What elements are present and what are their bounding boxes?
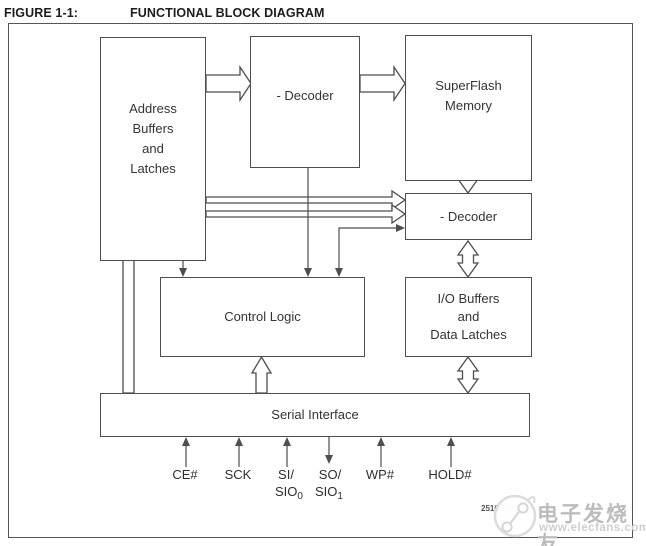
- block-address-buffers-latches: Address Buffers and Latches: [100, 37, 206, 261]
- block-superflash-memory: SuperFlash Memory: [405, 35, 532, 181]
- block-control-logic: Control Logic: [160, 277, 365, 357]
- drawing-number: 25164 F01.0: [481, 504, 526, 513]
- pin-wp-text: WP#: [365, 467, 395, 482]
- arrow-ydecoder-iobuffers: [456, 239, 480, 279]
- pin-sio0-base: SIO: [275, 484, 298, 499]
- figure-label: FIGURE 1-1:: [4, 6, 79, 20]
- arrow-serial-to-address: [117, 239, 140, 394]
- pin-label-si: SI/: [250, 467, 322, 482]
- arrow-xdecoder-to-superflash: [359, 64, 406, 103]
- bus-address-to-ydecoder-2: [205, 203, 407, 225]
- pin-sio1-base: SIO: [315, 484, 338, 499]
- block-address-label: Address Buffers and Latches: [129, 101, 177, 176]
- pin-label-sck: SCK: [202, 467, 274, 482]
- pin-sio0-subscript: 0: [297, 491, 303, 502]
- block-superflash-label: SuperFlash Memory: [435, 78, 502, 113]
- pin-ce-text: CE#: [172, 467, 198, 482]
- line-control-ydecoder: [338, 227, 398, 272]
- drawing-number-visible: 2516: [481, 504, 499, 513]
- block-x-decoder-label: - Decoder: [276, 88, 334, 103]
- arrow-serial-to-control: [250, 355, 273, 394]
- block-y-decoder: - Decoder: [405, 193, 532, 240]
- block-y-decoder-label: - Decoder: [439, 208, 498, 224]
- pin-sck-text: SCK: [224, 467, 252, 482]
- pin-label-so: SO/: [294, 467, 366, 482]
- pin-so-text: SO/: [318, 467, 342, 482]
- block-serial-interface: Serial Interface: [100, 393, 530, 437]
- pin-label-hold: HOLD#: [414, 467, 486, 482]
- pin-label-ce: CE#: [149, 467, 221, 482]
- arrow-address-to-xdecoder: [205, 64, 252, 103]
- figure-title: FUNCTIONAL BLOCK DIAGRAM: [130, 6, 325, 20]
- arrow-iobuffers-serial: [456, 355, 480, 395]
- pin-label-sio0: SIO0: [253, 484, 325, 502]
- pin-sio1-subscript: 1: [337, 491, 343, 502]
- pin-hold-text: HOLD#: [428, 467, 472, 482]
- block-io-buffers-data-latches: I/O Buffers and Data Latches: [405, 277, 532, 357]
- block-control-logic-label: Control Logic: [224, 309, 301, 324]
- block-io-buffers-label: I/O Buffers and Data Latches: [430, 291, 507, 342]
- pin-si-text: SI/: [278, 467, 294, 482]
- bus-address-to-ydecoder-1: [205, 189, 407, 211]
- block-serial-interface-label: Serial Interface: [271, 407, 359, 422]
- pin-label-sio1: SIO1: [293, 484, 365, 502]
- block-x-decoder: - Decoder: [250, 36, 360, 168]
- drawing-number-faint: 4 F01.0: [498, 504, 526, 513]
- pin-label-wp: WP#: [344, 467, 416, 482]
